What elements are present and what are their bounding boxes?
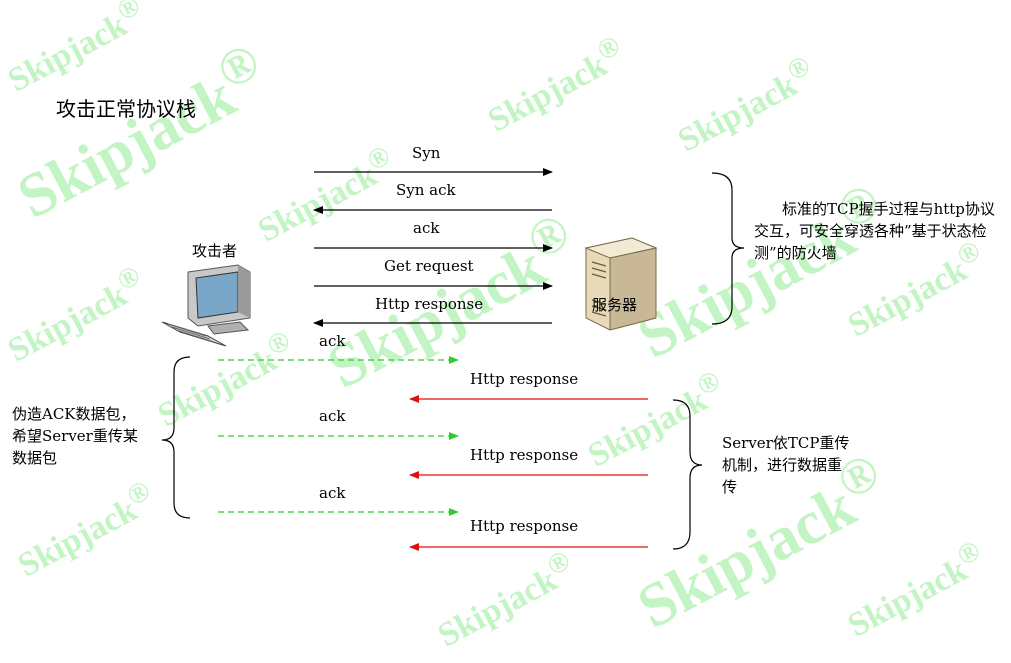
message-label: Get request (384, 257, 474, 275)
handshake-brace (711, 172, 745, 325)
diagram-title: 攻击正常协议栈 (56, 97, 196, 121)
forged-ack-note: 伪造ACK数据包，希望Server重传某数据包 (12, 405, 138, 467)
message-label: Syn ack (396, 181, 456, 199)
computer-icon (161, 264, 251, 347)
message-label: Http response (375, 295, 484, 313)
message-label: Http response (470, 517, 579, 535)
retransmit-note: Server依TCP重传机制，进行数据重传 (722, 434, 850, 496)
forged-ack-brace (161, 356, 191, 519)
attacker-label: 攻击者 (192, 242, 238, 260)
message-label: ack (413, 219, 440, 237)
server-icon (584, 237, 658, 331)
retransmit-brace (672, 399, 703, 550)
message-label: ack (319, 407, 346, 425)
message-label: ack (319, 484, 346, 502)
server-label: 服务器 (592, 296, 638, 314)
message-label: Syn (412, 144, 441, 162)
message-label: Http response (470, 370, 579, 388)
handshake-note: 标准的TCP握手过程与http协议交互，可安全穿透各种”基于状态检测”的防火墙 (754, 200, 995, 262)
message-label: ack (319, 332, 346, 350)
message-label: Http response (470, 446, 579, 464)
